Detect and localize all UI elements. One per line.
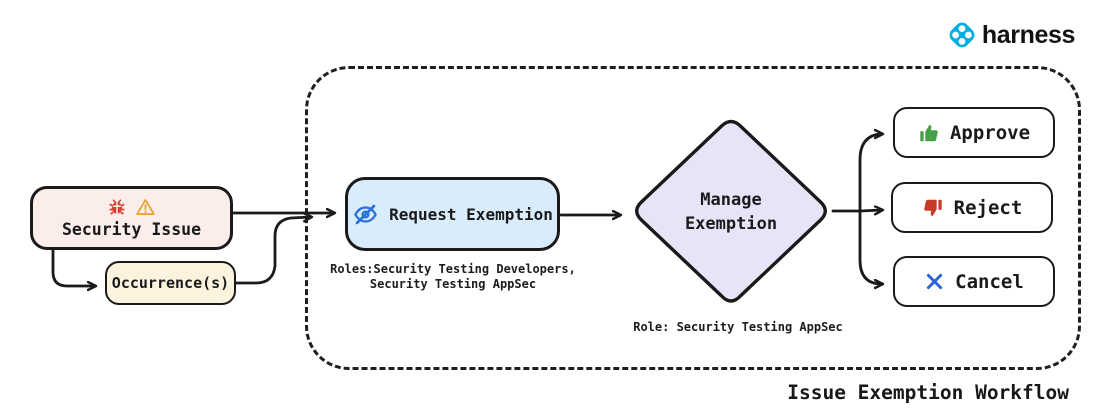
roles-note-line1: Roles:Security Testing Developers,: [330, 262, 576, 276]
thumbs-down-icon: [923, 199, 942, 216]
arrow-to-cancel: [858, 209, 882, 284]
security-issue-icons: [107, 197, 156, 217]
workflow-title: Issue Exemption Workflow: [787, 381, 1069, 404]
manage-exemption-diamond-shape: [635, 119, 827, 303]
arrow-occurrence-to-request: [234, 217, 311, 285]
reject-label: Reject: [953, 196, 1023, 219]
approve-label: Approve: [949, 121, 1031, 144]
manage-exemption-label-line2: Exemption: [684, 213, 778, 234]
arrow-security-to-occurrence: [51, 248, 95, 286]
eye-off-icon: [354, 204, 378, 224]
harness-brand: harness: [944, 17, 1075, 53]
roles-note-line2: Security Testing AppSec: [369, 276, 537, 291]
harness-logo-icon: [949, 22, 975, 48]
request-exemption-label: Request Exemption: [389, 204, 553, 224]
manage-exemption-label-line1: Manage: [700, 189, 762, 210]
node-occurrences: Occurrence(s): [105, 261, 236, 305]
bug-icon: [109, 199, 125, 215]
harness-wordmark: harness: [981, 20, 1075, 49]
x-icon: [927, 273, 943, 290]
manage-exemption-role-note: Role: Security Testing AppSec: [633, 320, 843, 334]
occurrences-label: Occurrence(s): [111, 274, 230, 292]
node-cancel: Cancel: [893, 256, 1055, 307]
thumbs-up-icon: [920, 124, 938, 141]
request-exemption-roles-note: Roles:Security Testing Developers, Secur…: [328, 262, 578, 291]
node-approve: Approve: [893, 107, 1055, 158]
cancel-label: Cancel: [955, 270, 1024, 293]
warning-icon: [136, 199, 155, 215]
node-manage-exemption: Manage Exemption: [631, 117, 831, 306]
node-request-exemption: Request Exemption: [345, 177, 560, 251]
arrow-to-reject: [858, 210, 882, 211]
security-issue-label: Security Issue: [61, 220, 202, 239]
node-security-issue: Security Issue: [30, 186, 233, 250]
arrow-to-approve: [858, 134, 882, 213]
node-reject: Reject: [891, 182, 1053, 233]
